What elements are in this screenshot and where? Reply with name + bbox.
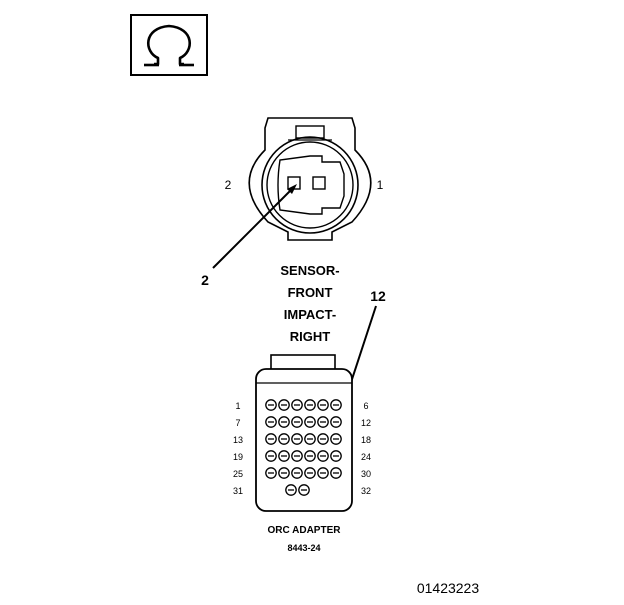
callout-12-label: 12 [370,288,386,304]
orc-row-label-left: 31 [233,486,243,496]
orc-row-label-left: 25 [233,469,243,479]
sensor-title-line-1: SENSOR- [280,263,339,278]
connector-pin-1 [312,176,326,190]
orc-row-label-right: 18 [361,435,371,445]
sensor-connector: 2 1 [225,117,384,241]
connector-face [277,155,345,215]
orc-adapter-connector: 1 6 7 12 13 18 19 24 25 30 31 32 [233,354,371,512]
callout-2-leader [212,186,295,269]
connector-ring-inner [266,141,354,229]
connector-latch [295,125,325,139]
orc-row-labels: 1 6 7 12 13 18 19 24 25 30 31 32 [233,401,371,496]
callout-2: 2 [201,184,297,288]
sensor-title-line-2: FRONT [288,285,333,300]
orc-row-label-right: 24 [361,452,371,462]
pin-label-left: 2 [225,178,232,192]
orc-adapter-caption: ORC ADAPTER [268,525,342,536]
orc-pin-grid [265,399,342,496]
orc-adapter-part-number: 8443-24 [287,543,320,553]
orc-row-label-left: 7 [235,418,240,428]
connector-ring-outer [261,136,359,234]
callout-2-label: 2 [201,272,209,288]
sensor-title-line-4: RIGHT [290,329,331,344]
pin-label-right: 1 [377,178,384,192]
callout-2-arrowhead [287,184,297,194]
orc-row-label-left: 1 [235,401,240,411]
orc-row-label-right: 32 [361,486,371,496]
orc-row-label-left: 13 [233,435,243,445]
orc-row-label-right: 30 [361,469,371,479]
ohm-icon [144,24,194,67]
orc-row-label-right: 6 [363,401,368,411]
orc-row-label-left: 19 [233,452,243,462]
figure-id: 01423223 [417,580,480,596]
orc-row-label-right: 12 [361,418,371,428]
sensor-title-line-3: IMPACT- [284,307,336,322]
sensor-title: SENSOR- FRONT IMPACT- RIGHT [280,263,339,344]
orc-adapter-latch [270,354,336,371]
ohm-meter-symbol [130,14,208,76]
